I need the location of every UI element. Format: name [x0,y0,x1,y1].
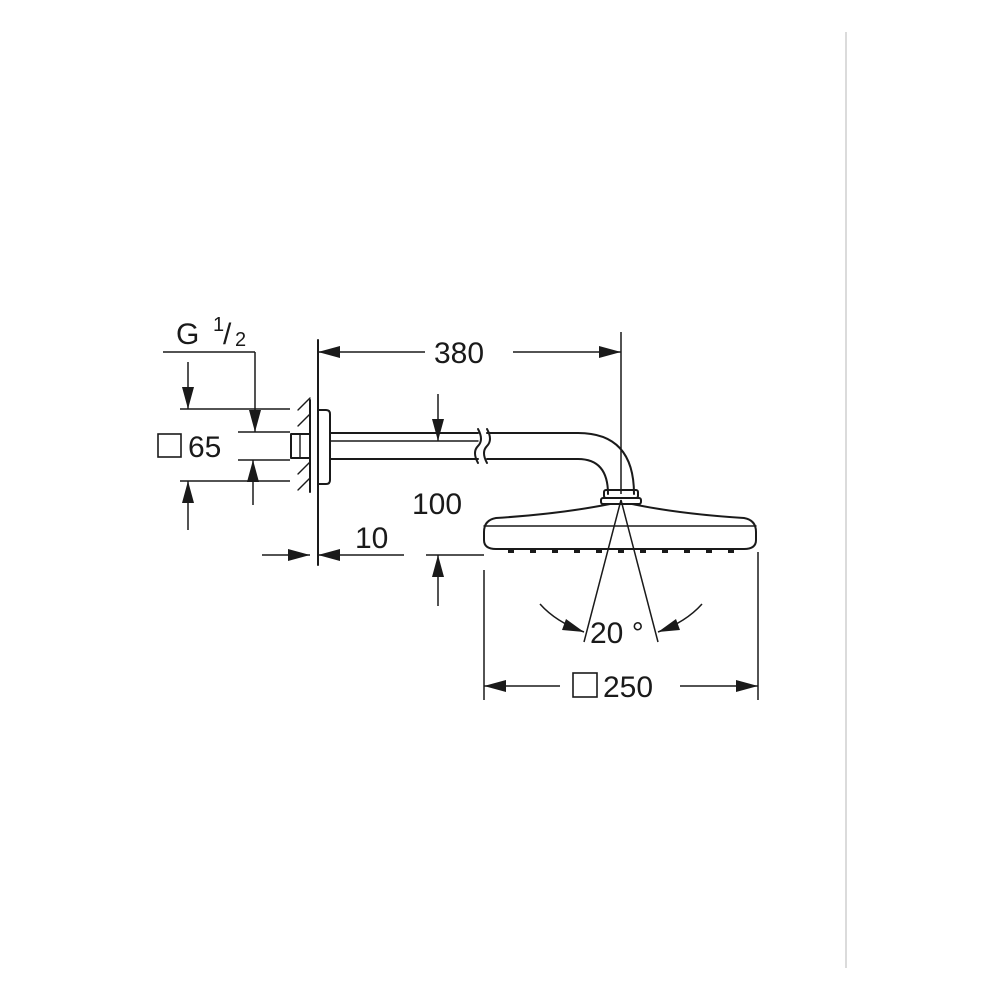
dimension-65 [157,362,290,530]
arm-drop-label: 100 [412,488,462,521]
thread-callout [163,351,261,432]
thread-denominator-label: 2 [235,329,246,351]
wall-flange [290,339,331,566]
thread-numerator-label: 1 [213,314,224,336]
shower-head [483,489,757,553]
square-symbol-icon [572,672,598,698]
arm-length-label: 380 [434,337,484,370]
wall-gap-label: 10 [355,522,388,555]
thread-letter-label: G [176,318,199,351]
dimension-10 [262,549,404,561]
thread-slash-label: / [223,318,232,351]
shower-arm [329,428,635,495]
dimension-250 [483,552,759,700]
dimension-380 [318,332,622,494]
tilt-angle-label: 20 ° [590,617,644,650]
flange-size-label: 65 [188,431,221,464]
dimension-100 [426,394,484,606]
square-symbol-icon [157,433,182,458]
nozzles [508,549,734,553]
dimension-angle [539,499,703,643]
head-size-label: 250 [603,671,653,704]
